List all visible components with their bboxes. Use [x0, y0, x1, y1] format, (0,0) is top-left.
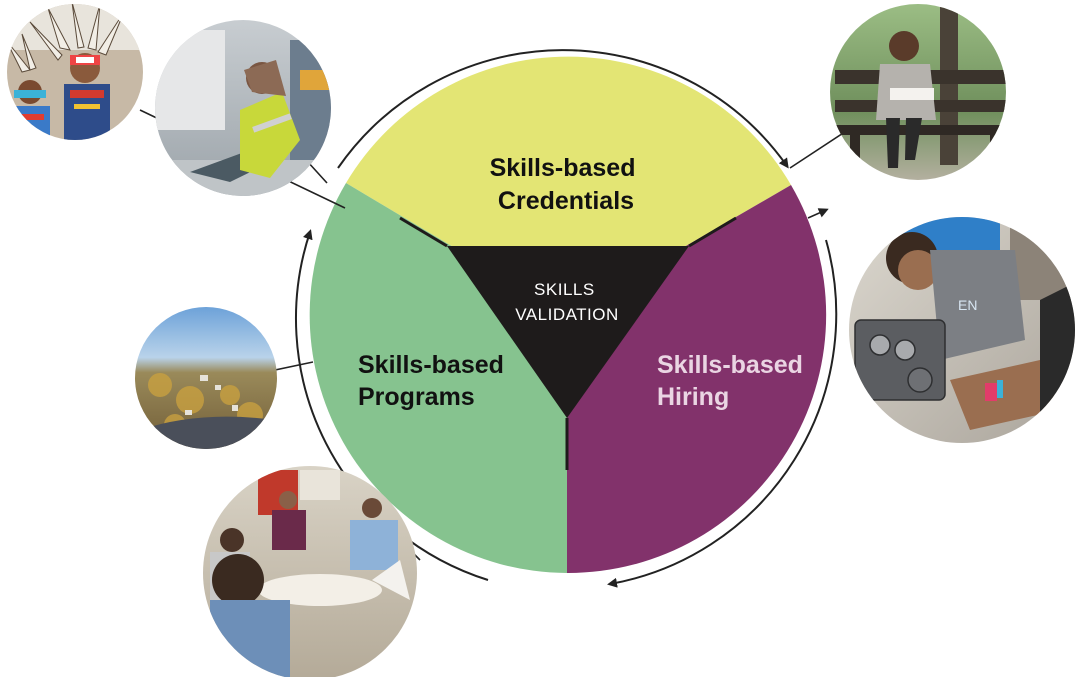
svg-text:EN: EN	[958, 297, 977, 313]
photo-tired-worker	[155, 20, 331, 196]
segment-credentials	[346, 56, 791, 316]
credentials-label: Skills-based Credentials	[490, 154, 643, 215]
photo-student-reading	[830, 4, 1006, 180]
photo-tribal-dancers	[7, 4, 143, 140]
hiring-label-line2: Hiring	[657, 383, 729, 411]
center-triangle	[447, 246, 689, 418]
hiring-label-line1: Skills-based	[657, 351, 803, 379]
programs-label-line1: Skills-based	[358, 351, 504, 379]
arrow-right-clockwise	[607, 239, 838, 588]
credentials-label-line1: Skills-based	[490, 154, 636, 182]
center-label: SKILLS VALIDATION	[515, 280, 619, 324]
arrow-left-clockwise	[295, 229, 489, 581]
programs-label: Skills-based Programs	[358, 351, 511, 411]
skills-pie	[309, 56, 827, 574]
photo-aerial-town	[135, 307, 277, 449]
programs-label-line2: Programs	[358, 383, 475, 411]
cycle-arrows	[295, 49, 838, 588]
center-label-line1: SKILLS	[534, 280, 595, 299]
hiring-label: Skills-based Hiring	[657, 351, 810, 411]
credentials-label-line2: Credentials	[498, 187, 634, 215]
arrow-top-clockwise	[337, 49, 789, 169]
center-label-line2: VALIDATION	[515, 305, 619, 324]
photo-mechanic-students: EN	[849, 217, 1075, 443]
